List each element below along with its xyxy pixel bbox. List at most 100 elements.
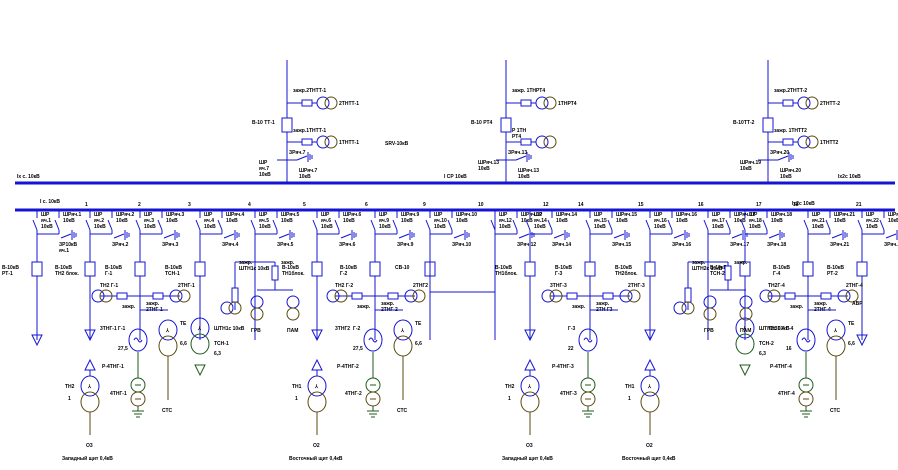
disconnector-qf[interactable] — [803, 214, 809, 234]
disconnector-qf[interactable] — [425, 214, 431, 234]
earthing-switch[interactable] — [223, 230, 240, 240]
earthing-switch[interactable] — [60, 230, 77, 240]
tn-transformer-icon[interactable]: ⅄ — [640, 375, 660, 413]
disconnector-qf[interactable] — [490, 214, 496, 234]
disconnector-qf[interactable] — [585, 214, 591, 234]
earthing-switch[interactable] — [518, 230, 535, 240]
tn-transformer-icon[interactable]: ⅄ — [80, 375, 100, 413]
disconnector-qf[interactable] — [525, 214, 531, 234]
tsn-transformer-icon[interactable]: ⅄ — [190, 317, 210, 355]
earthing-switch[interactable] — [768, 230, 785, 240]
earthing-switch[interactable] — [163, 230, 180, 240]
circuit-breaker[interactable] — [762, 117, 774, 133]
disconnector-qf[interactable] — [857, 214, 863, 234]
disconnector-qs[interactable] — [879, 214, 885, 234]
unit-transformer-icon[interactable]: ⅄ — [393, 319, 413, 357]
circuit-breaker[interactable] — [524, 261, 536, 277]
disconnector-qf[interactable] — [85, 214, 91, 234]
tn-transformer-icon[interactable]: ⅄ — [520, 375, 540, 413]
circuit-breaker[interactable] — [31, 261, 43, 277]
circuit-breaker[interactable] — [134, 261, 146, 277]
disconnector-qf[interactable] — [250, 214, 256, 234]
circuit-breaker[interactable] — [856, 261, 868, 277]
circuit-breaker[interactable] — [500, 117, 512, 133]
disconnector-qf[interactable] — [135, 214, 141, 234]
circuit-breaker[interactable] — [369, 261, 381, 277]
earthing-switch[interactable] — [831, 230, 848, 240]
disconnector-qf[interactable] — [32, 214, 38, 234]
unit-transformer-icon[interactable]: ⅄ — [826, 319, 846, 357]
earthing-switch[interactable] — [553, 230, 570, 240]
disconnector-qf[interactable] — [703, 214, 709, 234]
disconnector-qs[interactable] — [512, 214, 518, 234]
disconnector-qs[interactable] — [607, 214, 613, 234]
disconnector-qs[interactable] — [157, 214, 163, 234]
disconnector-qf[interactable] — [312, 214, 318, 234]
disconnector-qs[interactable] — [762, 214, 768, 234]
circuit-breaker[interactable] — [802, 261, 814, 277]
earthing-switch[interactable] — [296, 152, 313, 162]
earthing-switch[interactable] — [885, 230, 898, 240]
disconnector-qf[interactable] — [370, 214, 376, 234]
earthing-switch[interactable] — [777, 152, 794, 162]
earthing-switch[interactable] — [278, 230, 295, 240]
disconnector-qs[interactable] — [217, 214, 223, 234]
circuit-breaker[interactable] — [311, 261, 323, 277]
cell-18[interactable]: 18ШРяч.1810кВШРяч.1810кВЗРяч.18В-10кВТСН… — [710, 202, 799, 340]
cell-14[interactable]: 14ШРяч.1410кВШРяч.1410кВЗРяч.14В-10кВТН1… — [495, 202, 584, 340]
disconnector-qs[interactable] — [447, 214, 453, 234]
earthing-switch[interactable] — [113, 230, 130, 240]
circuit-breaker[interactable] — [84, 261, 96, 277]
earthing-switch[interactable] — [453, 230, 470, 240]
disconnector-qs[interactable] — [334, 214, 340, 234]
generator-icon[interactable] — [363, 328, 383, 352]
circuit-breaker[interactable] — [739, 261, 751, 277]
disconnector-qs[interactable] — [825, 214, 831, 234]
disconnector-qf[interactable] — [645, 214, 651, 234]
disconnector-qs[interactable] — [392, 214, 398, 234]
disconnector-qs[interactable] — [107, 214, 113, 234]
disconnector-qs[interactable] — [725, 214, 731, 234]
cell-1[interactable]: 1ШРяч.110кВШРяч.110кВЗР10кВяч.1В-10кВРТ-… — [2, 202, 88, 347]
disconnector-qs[interactable] — [54, 214, 60, 234]
circuit-breaker[interactable] — [281, 117, 293, 133]
earthing-switch[interactable] — [673, 230, 690, 240]
circuit-breaker[interactable] — [644, 261, 656, 277]
tsn-transformer-icon[interactable]: ⅄ — [735, 317, 755, 355]
earthing-switch[interactable] — [398, 230, 415, 240]
disconnector-qf[interactable] — [740, 214, 746, 234]
disconnector-qs[interactable] — [547, 214, 553, 234]
disconnector-qs[interactable] — [272, 214, 278, 234]
generator-icon[interactable] — [578, 328, 598, 352]
cell-6[interactable]: 6ШРяч.610кВШРяч.610кВЗРяч.6В-10кВТН1блок… — [282, 202, 368, 340]
cell-22[interactable]: 22ШРяч.2210кВШРяч.2210кВЗРяч.22В-10кВРТ-… — [827, 202, 898, 347]
earthing-switch[interactable] — [340, 230, 357, 240]
earthing-switch[interactable] — [613, 230, 630, 240]
unit-transformer-icon[interactable]: ⅄ — [158, 319, 178, 357]
cell-16[interactable]: 16ШРяч.1610кВШРяч.1610кВЗРяч.16В-10кВТН2… — [615, 202, 704, 340]
circuit-breaker[interactable] — [584, 261, 596, 277]
tn-transformer-icon[interactable]: ⅄ — [307, 375, 327, 413]
generator-icon[interactable] — [796, 328, 816, 352]
